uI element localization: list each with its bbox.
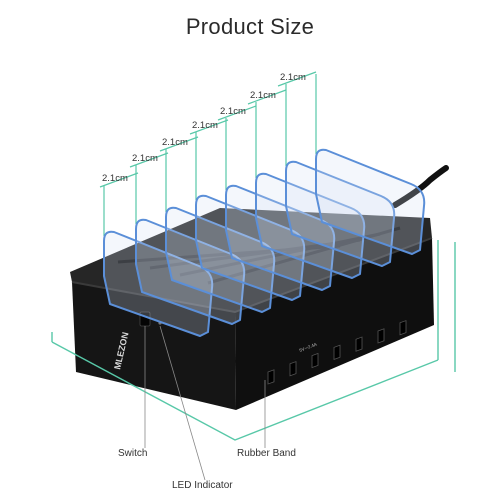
callout-rubber-band: Rubber Band bbox=[237, 448, 296, 459]
divider-7 bbox=[285, 160, 396, 267]
divider-8 bbox=[315, 148, 426, 255]
callout-lines bbox=[144, 325, 266, 481]
dimension-leader-5 bbox=[217, 105, 257, 121]
usb-port-4 bbox=[333, 344, 341, 360]
dimension-leader-6 bbox=[247, 89, 287, 105]
usb-port-5 bbox=[355, 336, 363, 352]
dimension-label-1: 2.1cm bbox=[102, 173, 128, 184]
rubber-band-edge bbox=[71, 237, 433, 314]
dimension-label-4: 2.1cm bbox=[192, 120, 218, 131]
divider-1 bbox=[103, 230, 214, 337]
usb-port-6 bbox=[377, 328, 385, 344]
dividers bbox=[103, 148, 426, 337]
usb-port-3 bbox=[311, 352, 319, 369]
dimension-leader-1 bbox=[99, 172, 139, 188]
usb-port-7 bbox=[399, 320, 407, 336]
callout-switch: Switch bbox=[118, 448, 147, 459]
dimension-leader-3 bbox=[159, 136, 199, 152]
dimension-label-6: 2.1cm bbox=[250, 90, 276, 101]
dimension-leader-4 bbox=[189, 119, 229, 135]
usb-port-2 bbox=[289, 361, 297, 377]
dimension-label-5: 2.1cm bbox=[220, 106, 246, 117]
divider-6 bbox=[255, 172, 366, 279]
dimension-label-2: 2.1cm bbox=[132, 153, 158, 164]
dimension-leader-7 bbox=[277, 71, 317, 87]
dimension-lines bbox=[99, 71, 317, 236]
port-rating-label: 5V⎓2.4A bbox=[299, 342, 318, 353]
page-title: Product Size bbox=[185, 14, 315, 39]
usb-port-1 bbox=[267, 369, 275, 385]
outer-dimension-lines bbox=[51, 240, 456, 441]
charger-front-face bbox=[72, 282, 236, 410]
power-cable bbox=[392, 165, 449, 208]
usb-port-panel: 5V⎓2.4A bbox=[267, 320, 407, 385]
dimension-label-7: 2.1cm bbox=[280, 72, 306, 83]
dimension-leader-2 bbox=[129, 152, 169, 168]
dimension-label-3: 2.1cm bbox=[162, 137, 188, 148]
callout-led-indicator: LED Indicator bbox=[172, 480, 233, 491]
charger-side-face bbox=[235, 238, 434, 410]
